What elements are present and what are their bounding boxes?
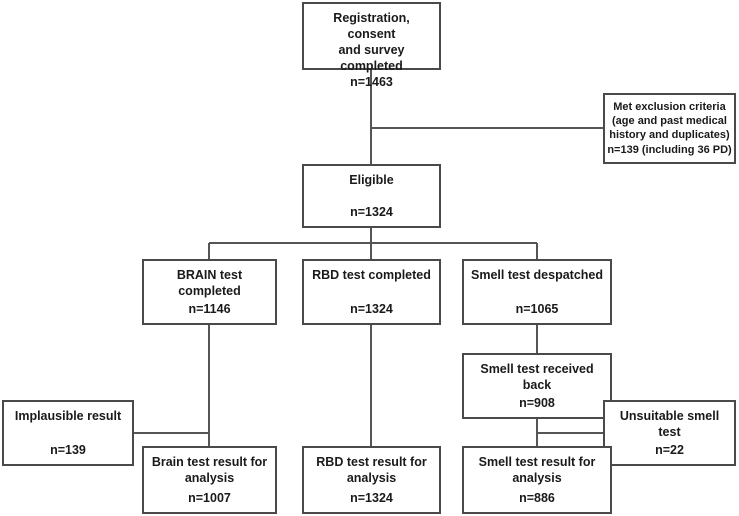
unsuitable-smell-label: Unsuitable smell test: [619, 409, 720, 439]
implausible-label: Implausible result: [14, 409, 122, 423]
smell-result-count: n=886: [519, 491, 555, 505]
implausible-count: n=139: [50, 443, 86, 457]
smell-despatched-count: n=1065: [515, 302, 559, 316]
unsuitable-smell-box: Unsuitable smell test n=22: [603, 400, 736, 466]
smell-received-label: Smell test received back: [480, 362, 594, 392]
smell-received-box: Smell test received back n=908: [462, 353, 612, 419]
registration-count: n=1463: [350, 75, 393, 89]
registration-label: Registration, consent and survey complet…: [333, 11, 410, 73]
rbd-completed-label: RBD test completed: [312, 268, 431, 282]
exclusion-count: n=139 (including 36 PD): [607, 144, 732, 157]
rbd-result-box: RBD test result for analysis n=1324: [302, 446, 441, 514]
registration-box: Registration, consent and survey complet…: [302, 2, 441, 89]
smell-result-label: Smell test result for analysis: [478, 455, 596, 485]
rbd-result-label: RBD test result for analysis: [316, 455, 427, 485]
brain-completed-count: n=1146: [188, 302, 231, 316]
rbd-completed-count: n=1324: [350, 302, 393, 316]
implausible-box: Implausible result n=139: [2, 400, 134, 466]
brain-result-count: n=1007: [188, 491, 231, 505]
smell-received-count: n=908: [519, 396, 555, 410]
brain-result-box: Brain test result for analysis n=1007: [142, 446, 277, 514]
brain-completed-label: BRAIN test completed: [176, 268, 243, 298]
unsuitable-smell-count: n=22: [655, 443, 684, 457]
exclusion-box: Met exclusion criteria (age and past med…: [603, 93, 736, 164]
exclusion-label: Met exclusion criteria (age and past med…: [609, 100, 730, 141]
rbd-result-count: n=1324: [350, 491, 393, 505]
eligible-count: n=1324: [350, 205, 393, 219]
eligible-box: Eligible n=1324: [302, 164, 441, 228]
eligible-label: Eligible: [349, 173, 394, 187]
rbd-completed-box: RBD test completed n=1324: [302, 259, 441, 325]
smell-despatched-box: Smell test despatched n=1065: [462, 259, 612, 325]
brain-result-label: Brain test result for analysis: [151, 455, 268, 485]
brain-completed-box: BRAIN test completed n=1146: [142, 259, 277, 325]
smell-despatched-label: Smell test despatched: [471, 268, 603, 282]
smell-result-box: Smell test result for analysis n=886: [462, 446, 612, 514]
